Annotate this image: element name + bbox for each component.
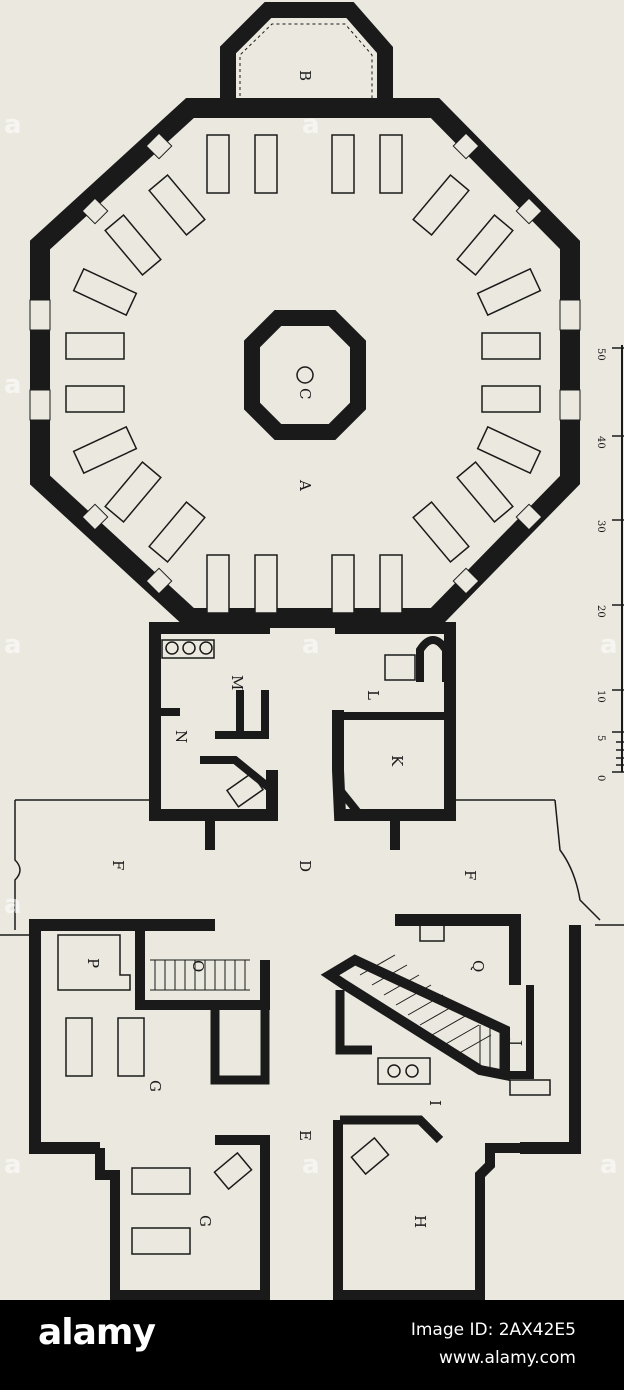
- scale-tick-0: 0: [595, 775, 606, 781]
- central-shaft-c: [244, 310, 366, 440]
- room-label-k: K: [388, 755, 406, 767]
- room-g-upper-wall: [210, 1000, 270, 1085]
- room-label-h: H: [411, 1215, 429, 1228]
- room-n-partitions: [155, 690, 275, 794]
- room-label-p: P: [84, 958, 102, 968]
- central-circle: [296, 366, 314, 384]
- scale-tick-50: 50: [595, 348, 606, 361]
- room-label-g-lower: G: [196, 1215, 214, 1227]
- room-o-stairs: [150, 959, 250, 991]
- room-kl-walls: [332, 622, 456, 821]
- room-l-fixture: [384, 654, 416, 681]
- floor-plan-drawing: 0 5 10 20 30 40 50 A B C D E F F G G H I…: [0, 2, 624, 1300]
- room-label-a: A: [296, 479, 314, 491]
- room-q-j-partition: [505, 985, 534, 1079]
- room-mn-walls: [149, 622, 278, 821]
- room-label-i: I: [426, 1100, 444, 1106]
- room-label-o: O: [189, 960, 207, 972]
- scale-tick-5: 5: [595, 735, 606, 741]
- room-p-fixture: [57, 934, 131, 991]
- floor-plan-image: 0 5 10 20 30 40 50 A B C D E F F G G H I…: [0, 0, 624, 1300]
- room-label-e: E: [296, 1130, 314, 1141]
- room-label-f-left: F: [109, 860, 127, 870]
- room-i-partitions: [335, 990, 444, 1144]
- veranda-f-outline: [0, 799, 624, 936]
- room-o-walls: [135, 925, 270, 1010]
- room-label-m: M: [228, 675, 246, 690]
- room-g-lower-beds: [131, 1167, 191, 1255]
- scale-tick-20: 20: [595, 605, 606, 618]
- scale-tick-30: 30: [595, 520, 606, 533]
- room-label-l: L: [364, 690, 382, 700]
- lower-left-outer-walls: [29, 919, 215, 1154]
- room-i-basin-left: [387, 1064, 401, 1078]
- room-q-fixture: [419, 924, 445, 942]
- lower-right-outer-walls: [395, 914, 521, 985]
- scale-bar-ticks: [612, 347, 624, 773]
- room-label-n: N: [172, 730, 190, 743]
- room-label-q: Q: [469, 960, 487, 972]
- room-n-fixture: [225, 772, 265, 808]
- staircase-treads: [359, 954, 501, 1070]
- room-h-walls: [333, 1120, 520, 1300]
- right-outer-wall: [520, 925, 581, 1154]
- scale-tick-40: 40: [595, 436, 606, 449]
- room-g-lower-fixture: [213, 1151, 253, 1191]
- room-i-fixture: [377, 1057, 431, 1085]
- scale-tick-10: 10: [595, 690, 606, 703]
- room-label-g-upper: G: [146, 1080, 164, 1092]
- ward-beds: [65, 134, 542, 614]
- room-i-basin-right: [405, 1064, 419, 1078]
- room-l-arch: [416, 636, 450, 682]
- alamy-logo[interactable]: alamy: [38, 1312, 156, 1353]
- room-label-f-right: F: [461, 870, 479, 880]
- image-id-text: Image ID: 2AX42E5: [410, 1320, 576, 1340]
- room-label-c: C: [296, 388, 314, 399]
- room-m-fixtures: [161, 639, 215, 659]
- room-h-fixture: [350, 1136, 390, 1176]
- bay-b-wall: [220, 2, 393, 116]
- octagon-windows: [29, 132, 581, 595]
- room-k-partitions: [336, 712, 450, 818]
- site-url-link[interactable]: www.alamy.com: [438, 1348, 576, 1368]
- stock-photo-banner: alamy Image ID: 2AX42E5 www.alamy.com: [0, 1300, 624, 1390]
- room-label-j: J: [507, 1038, 525, 1046]
- room-j-fixture: [509, 1079, 551, 1096]
- bay-b-inner: [239, 23, 373, 109]
- octagon-ward-wall: [30, 98, 580, 628]
- room-label-d: D: [296, 860, 314, 872]
- room-g-lower-walls: [95, 1135, 270, 1300]
- room-g-upper-beds: [65, 1017, 145, 1077]
- room-label-b: B: [296, 70, 314, 81]
